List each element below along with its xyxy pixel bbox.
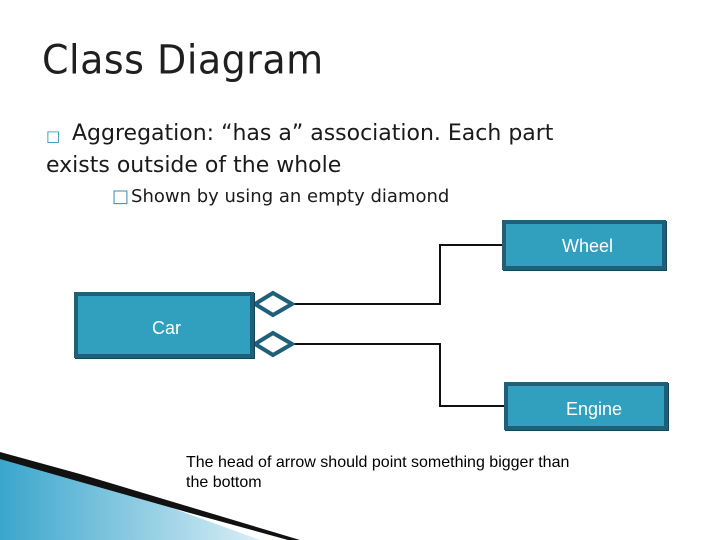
class-label-engine: Engine [566,399,623,419]
page-title: Class Diagram [42,36,324,84]
sub-bullet-diamond: □Shown by using an empty diamond [112,186,449,207]
aggregation-diamond-engine [251,330,296,358]
aggregation-diamond-wheel [251,290,296,318]
sub-bullet-text: Shown by using an empty diamond [131,186,450,207]
class-box-engine[interactable]: Engine [504,382,668,430]
bullet-marker: □ [46,127,61,145]
sub-bullet-marker: □ [112,186,130,207]
bullet-aggregation: □ Aggregation: “has a” association. Each… [46,118,686,182]
bullet-line-1: Aggregation: “has a” association. Each p… [72,121,554,146]
class-box-car[interactable]: Car [74,292,254,358]
connector-wheel [293,244,502,305]
connector-engine [293,343,504,407]
class-box-wheel[interactable]: Wheel [502,220,666,270]
class-label-car: Car [152,318,182,338]
bullet-line-2: exists outside of the whole [46,153,342,178]
arrow-note: The head of arrow should point something… [186,454,570,491]
corner-swoosh [0,455,260,540]
class-label-wheel: Wheel [562,236,614,256]
corner-swoosh-stroke [0,452,300,540]
